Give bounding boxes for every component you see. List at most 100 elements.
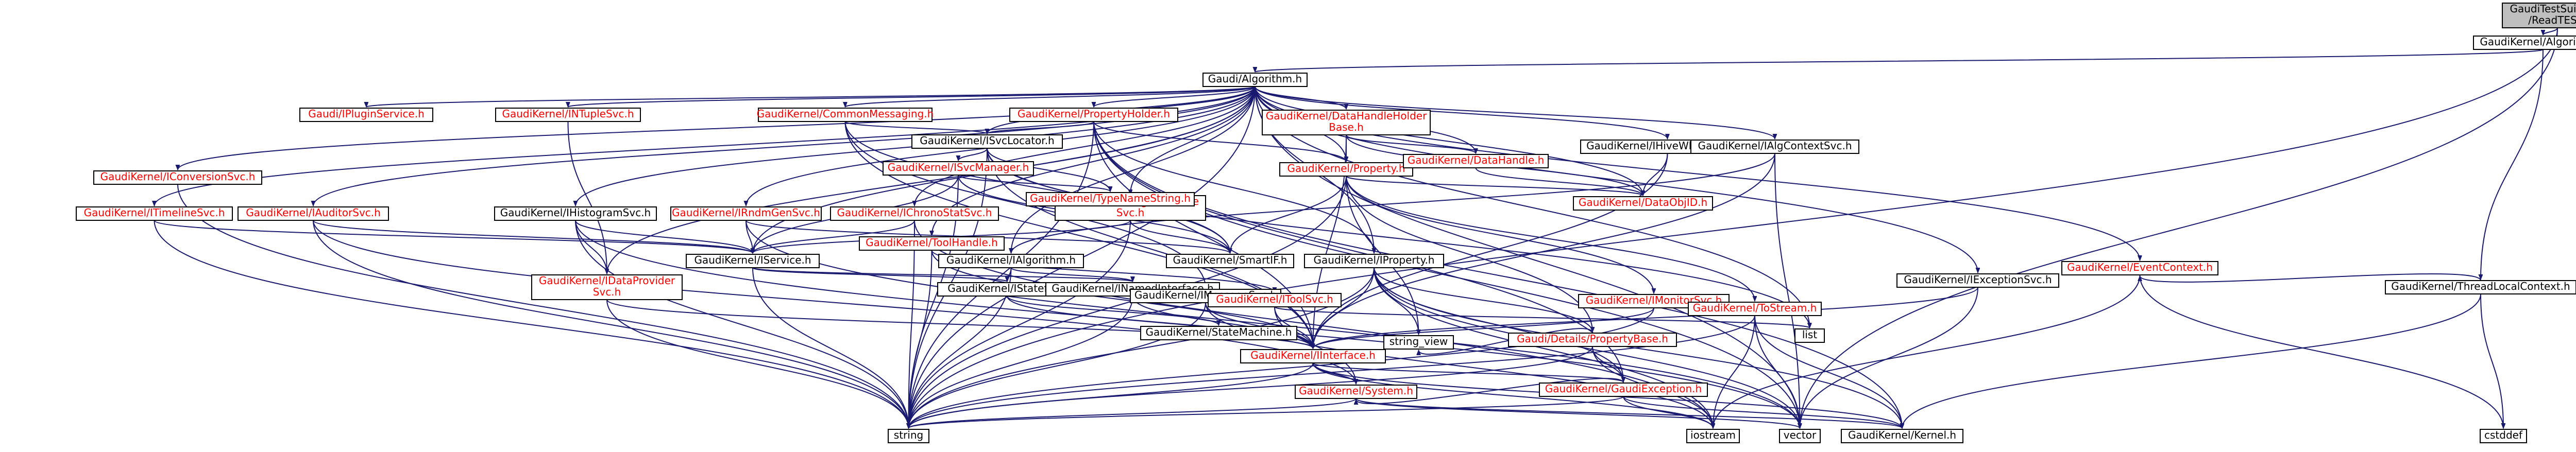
edge-ialg-inif [1010,267,1133,282]
edge-prop-smif [1230,176,1347,253]
node-gauda[interactable]: Gaudi/Algorithm.h [1202,73,1308,87]
edge-inif-iif [1132,295,1313,349]
node-root[interactable]: GaudiTestSuite/src/ReadTES.h [2502,3,2576,28]
node-isvc[interactable]: GaudiKernel/IService.h [686,254,820,268]
node-box [1841,429,1963,443]
node-box [1794,328,1825,343]
node-string[interactable]: string [888,429,929,443]
node-tlc[interactable]: GaudiKernel/ThreadLocalContext.h [2385,280,2576,294]
node-label: GaudiKernel/IAuditorSvc.h [246,206,381,219]
node-box [758,108,933,122]
node-ics[interactable]: GaudiKernel/IConversionSvc.h [93,170,262,185]
node-label: Base.h [1329,121,1364,133]
node-tost[interactable]: GaudiKernel/ToStream.h [1688,302,1822,316]
node-box [888,429,929,443]
node-box [238,206,389,221]
edge-intup-idps [567,121,607,274]
node-ism[interactable]: GaudiKernel/ISvcManager.h [883,161,1034,176]
node-iacs[interactable]: GaudiKernel/IAlgContextSvc.h [1690,140,1859,154]
node-box [1140,326,1297,340]
edge-dh-doid [1475,167,1643,196]
node-box [2473,36,2576,50]
node-doid[interactable]: GaudiKernel/DataObjID.h [1573,196,1713,211]
node-sys[interactable]: GaudiKernel/System.h [1295,385,1417,399]
node-box [911,134,1063,149]
node-cstddef[interactable]: cstddef [2480,429,2527,443]
edge-iaud-string [313,220,909,428]
node-gexc[interactable]: GaudiKernel/GaudiException.h [1539,383,1708,397]
node-ies[interactable]: GaudiKernel/IExceptionSvc.h [1896,273,2059,288]
node-imon[interactable]: GaudiKernel/IMonitorSvc.h [1578,294,1730,308]
edge-iprop-vector [1374,267,1800,428]
node-smach[interactable]: GaudiKernel/StateMachine.h [1140,326,1297,340]
node-box [1383,335,1454,350]
edge-gauda-iwb [1255,86,1668,139]
node-label: GaudiKernel/IRndmGenSvc.h [672,206,820,219]
edge-ihist-isvc [575,220,753,253]
edge-iacs-iif [1313,153,1775,349]
node-box [1779,429,1821,443]
node-iaud[interactable]: GaudiKernel/IAuditorSvc.h [238,206,389,221]
node-itool[interactable]: GaudiKernel/ToolHandle.h [859,236,1005,251]
node-dh[interactable]: GaudiKernel/DataHandle.h [1403,154,1549,168]
node-tns[interactable]: GaudiKernel/TypeNameString.h [1026,192,1195,206]
edge-iprop-string [909,267,1375,428]
edge-gauda-vector [1255,86,1800,428]
node-label: GaudiKernel/IProperty.h [1314,254,1435,266]
edge-tost-vector [1754,315,1800,428]
node-box [883,161,1034,176]
edge-prop-string [909,176,1347,428]
node-itsvc[interactable]: GaudiKernel/IToolSvc.h [1208,293,1342,307]
node-ph[interactable]: GaudiKernel/PropertyHolder.h [1009,108,1178,122]
node-box [830,206,999,221]
node-isl[interactable]: GaudiKernel/ISvcLocator.h [911,134,1063,149]
node-kernel[interactable]: GaudiKernel/Kernel.h [1841,429,1963,443]
node-label: GaudiKernel/IInterface.h [1250,349,1376,361]
node-intup[interactable]: GaudiKernel/INTupleSvc.h [495,108,641,122]
node-iostream[interactable]: iostream [1686,429,1740,443]
node-iplug[interactable]: Gaudi/IPluginService.h [299,108,433,122]
edge-isvc-istf [752,267,1007,282]
edge-irnd-vector [745,220,1800,428]
node-prop[interactable]: GaudiKernel/Property.h [1279,162,1413,177]
edge-tlc-ectx [2140,273,2481,283]
edge-ics-string [177,184,909,428]
node-ialg[interactable]: GaudiKernel/IAlgorithm.h [938,254,1084,268]
node-sview[interactable]: string_view [1383,335,1454,350]
edge-iprop-dpb [1374,267,1592,332]
node-iif[interactable]: GaudiKernel/IInterface.h [1240,349,1386,363]
node-label: GaudiKernel/IChronoStatSvc.h [837,206,992,219]
node-label: GaudiKernel/CommonMessaging.h [757,108,934,120]
edge-itool-string [909,250,933,428]
node-cmsg[interactable]: GaudiKernel/CommonMessaging.h [757,108,934,122]
node-list[interactable]: list [1794,328,1825,343]
node-label: GaudiKernel/EventContext.h [2067,261,2213,273]
node-vector[interactable]: vector [1779,429,1821,443]
node-box [1508,333,1677,347]
node-label: string_view [1389,335,1448,347]
edge-ism-tns [958,175,1110,192]
edge-idps-string [606,299,909,428]
node-galg[interactable]: GaudiKernel/Algorithm.h [2473,36,2576,50]
edge-galg-gauda [1255,49,2544,72]
edge-iprop-kernel [1374,267,1902,428]
node-irnd[interactable]: GaudiKernel/IRndmGenSvc.h [670,206,822,221]
node-smif[interactable]: GaudiKernel/SmartIF.h [1166,254,1294,268]
node-iprop[interactable]: GaudiKernel/IProperty.h [1304,254,1444,268]
node-ichr[interactable]: GaudiKernel/IChronoStatSvc.h [830,206,999,221]
node-label: GaudiKernel/INTupleSvc.h [502,108,634,120]
node-ectx[interactable]: GaudiKernel/EventContext.h [2061,261,2218,275]
node-ihist[interactable]: GaudiKernel/IHistogramSvc.h [494,206,657,221]
edge-ectx-cstddef [2139,274,2504,428]
edge-iif-string [909,362,1314,428]
edge-root-vector [1800,27,2558,428]
edge-tlc-kernel [1902,293,2481,428]
node-label: GaudiKernel/DataHandleHolder [1266,110,1427,122]
node-its[interactable]: GaudiKernel/ITimelineSvc.h [76,206,233,221]
edge-isvc-inif [752,267,1133,282]
edge-its-string [154,220,909,428]
node-dpb[interactable]: Gaudi/Details/PropertyBase.h [1508,333,1677,347]
